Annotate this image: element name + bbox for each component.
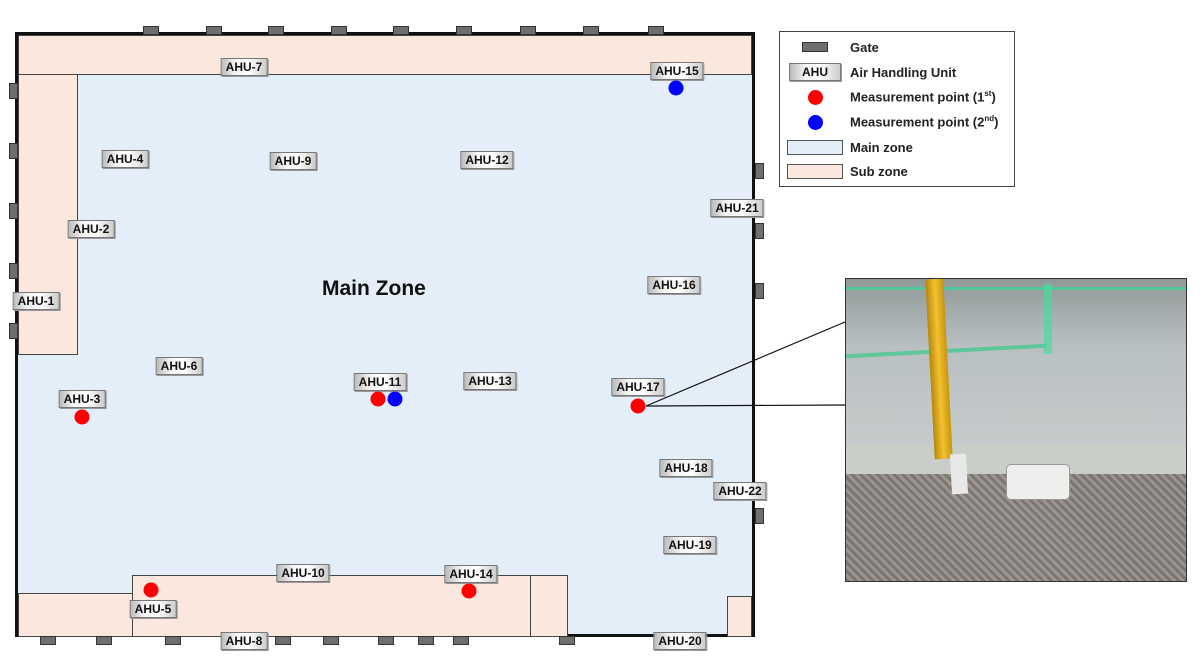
- gate: [206, 26, 222, 35]
- gate: [648, 26, 664, 35]
- legend-label: Measurement point (1st): [850, 89, 996, 105]
- ahu-label: AHU-15: [650, 62, 704, 80]
- gate: [268, 26, 284, 35]
- gate: [331, 26, 347, 35]
- legend-point-1st: Measurement point (1st): [780, 86, 1014, 108]
- gate: [456, 26, 472, 35]
- ahu-label: AHU-13: [463, 372, 517, 390]
- ahu-label: AHU-12: [460, 151, 514, 169]
- blue-dot-icon: [807, 114, 823, 130]
- gate: [275, 636, 291, 645]
- ahu-label: AHU-7: [220, 58, 268, 76]
- ahu-label: AHU-3: [58, 390, 106, 408]
- sub-zone-left: [18, 74, 78, 355]
- legend-gate: Gate: [780, 36, 1014, 58]
- ahu-icon: AHU: [789, 63, 841, 81]
- gate: [9, 83, 18, 99]
- ahu-label: AHU-1: [12, 292, 60, 310]
- ahu-label: AHU-2: [67, 220, 115, 238]
- measurement-point-1st: [143, 582, 159, 598]
- gate: [755, 508, 764, 524]
- ahu-label: AHU-11: [353, 373, 407, 391]
- ahu-label: AHU-21: [710, 199, 764, 217]
- legend: Gate AHU Air Handling Unit Measurement p…: [779, 31, 1015, 187]
- ahu-label: AHU-18: [659, 459, 713, 477]
- legend-label: Measurement point (2nd): [850, 114, 999, 130]
- gate: [755, 283, 764, 299]
- measurement-point-2nd: [668, 80, 684, 96]
- legend-sub-zone: Sub zone: [780, 160, 1014, 182]
- ahu-label: AHU-14: [444, 565, 498, 583]
- gate: [323, 636, 339, 645]
- ahu-label: AHU-22: [713, 482, 767, 500]
- gate: [9, 203, 18, 219]
- legend-label: Gate: [850, 39, 879, 55]
- gate: [755, 163, 764, 179]
- legend-label: Sub zone: [850, 163, 908, 179]
- measurement-point-1st: [370, 391, 386, 407]
- measurement-point-1st: [630, 398, 646, 414]
- sub-zone-swatch-icon: [787, 163, 843, 179]
- gate: [143, 26, 159, 35]
- site-photo: [845, 278, 1187, 582]
- gate: [418, 636, 434, 645]
- gate: [40, 636, 56, 645]
- gate: [583, 26, 599, 35]
- gate: [520, 26, 536, 35]
- legend-point-2nd: Measurement point (2nd): [780, 111, 1014, 133]
- measurement-point-1st: [461, 583, 477, 599]
- ahu-label: AHU-8: [220, 632, 268, 650]
- sub-zone-bottom-small: [530, 575, 568, 637]
- legend-ahu: AHU Air Handling Unit: [780, 61, 1014, 83]
- ahu-label: AHU-5: [129, 600, 177, 618]
- measurement-point-2nd: [387, 391, 403, 407]
- gate: [453, 636, 469, 645]
- sub-zone-corner: [727, 596, 752, 637]
- gate: [165, 636, 181, 645]
- gate: [393, 26, 409, 35]
- ahu-label: AHU-4: [101, 150, 149, 168]
- ahu-label: AHU-10: [276, 564, 330, 582]
- legend-label: Main zone: [850, 139, 913, 155]
- measurement-point-1st: [74, 409, 90, 425]
- legend-main-zone: Main zone: [780, 136, 1014, 158]
- ahu-label: AHU-17: [611, 378, 665, 396]
- gate: [96, 636, 112, 645]
- gate: [9, 263, 18, 279]
- red-dot-icon: [807, 89, 823, 105]
- ahu-label: AHU-9: [269, 152, 317, 170]
- main-zone-label: Main Zone: [322, 277, 426, 300]
- ahu-label: AHU-16: [647, 276, 701, 294]
- ahu-label: AHU-19: [663, 536, 717, 554]
- gate: [378, 636, 394, 645]
- sub-zone-top: [18, 35, 752, 75]
- main-zone: [15, 32, 755, 637]
- ahu-label: AHU-20: [653, 632, 707, 650]
- ahu-label: AHU-6: [155, 357, 203, 375]
- gate: [755, 223, 764, 239]
- gate: [9, 323, 18, 339]
- legend-label: Air Handling Unit: [850, 64, 957, 80]
- main-zone-swatch-icon: [787, 139, 843, 155]
- gate: [559, 636, 575, 645]
- gate: [9, 143, 18, 159]
- gate-icon: [802, 42, 828, 52]
